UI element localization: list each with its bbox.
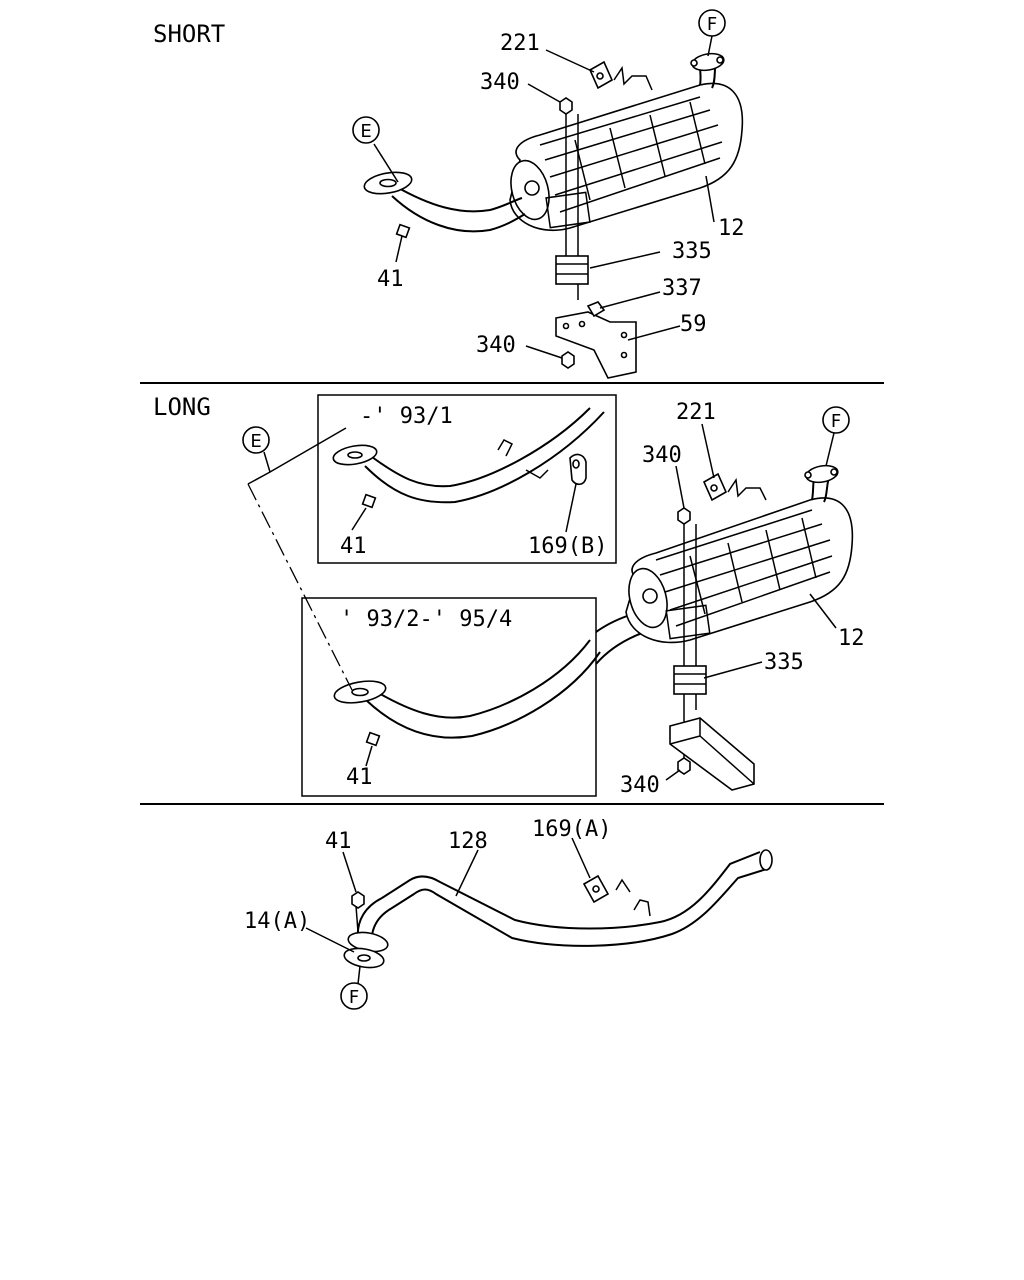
long-ref-f: F bbox=[831, 411, 841, 432]
label-long-41-inset2: 41 bbox=[346, 765, 373, 790]
short-assembly: F E 221 340 41 12 335 337 59 340 bbox=[352, 9, 745, 379]
label-pipe-14a: 14(A) bbox=[244, 909, 310, 934]
label-short-337: 337 bbox=[662, 276, 702, 301]
label-long-12: 12 bbox=[838, 626, 865, 651]
short-ref-f: F bbox=[707, 14, 717, 35]
short-muffler bbox=[509, 82, 744, 232]
section-title-long: LONG bbox=[153, 393, 211, 421]
section-title-short: SHORT bbox=[153, 20, 225, 48]
long-ref-e: E bbox=[250, 431, 261, 452]
inset-mid-box bbox=[301, 597, 597, 797]
front-pipe-assembly: F 41 128 169(A) 14(A) bbox=[244, 817, 773, 1010]
label-short-41: 41 bbox=[377, 267, 404, 292]
label-short-340-top: 340 bbox=[480, 70, 520, 95]
short-ref-e-circle bbox=[352, 116, 380, 144]
short-ref-e: E bbox=[360, 121, 371, 142]
inset-early-title: -' 93/1 bbox=[360, 404, 453, 429]
label-long-335: 335 bbox=[764, 650, 804, 675]
long-assembly: -' 93/1 41 169(B) ' 93/2-' 95/4 41 E bbox=[242, 394, 865, 798]
pipe-ref-f-circle bbox=[340, 982, 368, 1010]
short-mount-335 bbox=[555, 255, 589, 285]
long-ref-f-circle bbox=[822, 406, 850, 434]
label-pipe-169a: 169(A) bbox=[532, 817, 611, 842]
label-short-59: 59 bbox=[680, 312, 707, 337]
label-long-169b: 169(B) bbox=[528, 534, 607, 559]
label-long-340-top: 340 bbox=[642, 443, 682, 468]
label-short-335: 335 bbox=[672, 239, 712, 264]
label-short-221: 221 bbox=[500, 31, 540, 56]
label-short-340-bottom: 340 bbox=[476, 333, 516, 358]
label-pipe-41: 41 bbox=[325, 829, 352, 854]
long-ref-e-circle bbox=[242, 426, 270, 454]
label-long-41-inset1: 41 bbox=[340, 534, 367, 559]
pipe-ref-f: F bbox=[349, 987, 359, 1008]
label-long-221: 221 bbox=[676, 400, 716, 425]
short-hanger-221 bbox=[588, 60, 653, 91]
inset-early-box bbox=[317, 394, 617, 564]
inset-mid-title: ' 93/2-' 95/4 bbox=[340, 607, 512, 632]
long-muffler bbox=[625, 497, 854, 644]
label-long-340-bottom: 340 bbox=[620, 773, 660, 798]
label-pipe-128: 128 bbox=[448, 829, 488, 854]
short-bracket-59 bbox=[555, 311, 637, 379]
long-mount-335 bbox=[673, 665, 707, 695]
short-ref-f-circle bbox=[698, 9, 726, 37]
label-short-12: 12 bbox=[718, 216, 745, 241]
